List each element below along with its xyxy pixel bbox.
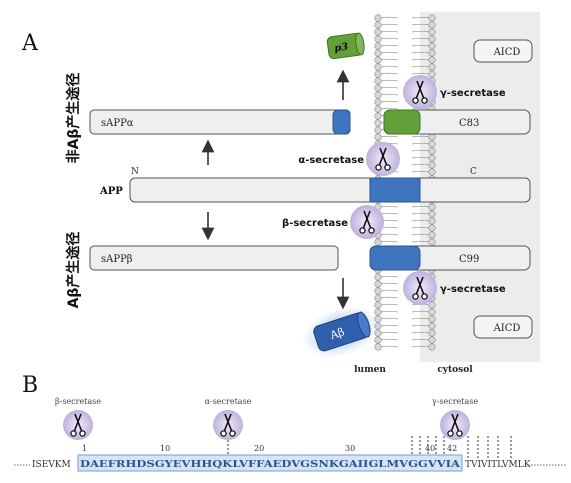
sappa-fragment: sAPPα bbox=[89, 109, 351, 135]
c-terminus-label: C bbox=[470, 167, 477, 177]
position-42: 42 bbox=[447, 444, 457, 453]
aicd-top-fragment: AICD bbox=[473, 39, 533, 63]
amyloidogenic-pathway-label: Aβ产生途径 bbox=[65, 232, 82, 309]
position-10: 10 bbox=[160, 444, 170, 453]
scissors-icon bbox=[403, 75, 437, 109]
cytosol-label: cytosol bbox=[437, 365, 473, 375]
alpha-secretase: α-secretase bbox=[298, 142, 400, 176]
sappb-fragment: sAPPβ bbox=[89, 245, 339, 271]
abeta-sequence-box bbox=[77, 454, 463, 472]
abeta-sequence: DAEFRHDSGYEVHHQKLVFFAEDVGSNKGAIIGLMVGGVV… bbox=[80, 460, 461, 470]
beta-secretase-label: β-secretase bbox=[282, 218, 348, 229]
app-protein: APP N C bbox=[99, 167, 531, 203]
n-terminus-label: N bbox=[131, 167, 139, 177]
beta-secretase: β-secretase bbox=[282, 205, 384, 239]
panel-b-label: B bbox=[22, 373, 38, 398]
position-40: 40 bbox=[425, 444, 435, 453]
c99-fragment: C99 bbox=[369, 245, 531, 271]
panel-a-label: A bbox=[21, 31, 39, 56]
panel-b-sequence: β-secretase α-secretase γ-secretase 1 10… bbox=[14, 397, 566, 472]
non-amyloidogenic-pathway-label: 非Aβ产生途径 bbox=[65, 73, 82, 164]
position-20: 20 bbox=[254, 444, 264, 453]
b-beta-secretase-label: β-secretase bbox=[55, 397, 101, 406]
lumen-label: lumen bbox=[354, 365, 386, 375]
gamma-secretase-bottom-label: γ-secretase bbox=[440, 284, 506, 295]
alpha-secretase-label: α-secretase bbox=[298, 155, 364, 166]
scissors-icon bbox=[366, 142, 400, 176]
sappa-label: sAPPα bbox=[101, 118, 134, 129]
aicd-bottom-label: AICD bbox=[493, 323, 521, 334]
app-label: APP bbox=[99, 186, 123, 197]
b-alpha-secretase-label: α-secretase bbox=[205, 397, 252, 406]
c83-fragment: C83 bbox=[383, 109, 531, 135]
left-flank-sequence: ISEVKM bbox=[32, 460, 71, 470]
gamma-secretase-bottom: γ-secretase bbox=[403, 271, 506, 305]
p3-label: p3 bbox=[334, 42, 349, 55]
aicd-bottom-fragment: AICD bbox=[473, 315, 533, 339]
b-gamma-secretase-label: γ-secretase bbox=[432, 397, 478, 406]
c83-label: C83 bbox=[459, 118, 479, 129]
scissors-icon bbox=[403, 271, 437, 305]
right-flank-sequence: TVIVITLVMLK bbox=[465, 460, 531, 470]
scissors-icon bbox=[63, 410, 93, 440]
scissors-icon bbox=[440, 410, 470, 440]
gamma-secretase-top-label: γ-secretase bbox=[440, 88, 506, 99]
sappb-label: sAPPβ bbox=[101, 254, 133, 265]
abeta-label: Aβ bbox=[328, 325, 347, 342]
gamma-secretase-top: γ-secretase bbox=[403, 75, 506, 109]
abeta-fragment: Aβ bbox=[302, 306, 380, 358]
p3-fragment: p3 bbox=[326, 32, 365, 60]
scissors-icon bbox=[350, 205, 384, 239]
position-30: 30 bbox=[345, 444, 355, 453]
c99-label: C99 bbox=[459, 254, 479, 265]
scissors-icon bbox=[213, 410, 243, 440]
position-1: 1 bbox=[82, 444, 87, 453]
aicd-top-label: AICD bbox=[493, 47, 521, 58]
